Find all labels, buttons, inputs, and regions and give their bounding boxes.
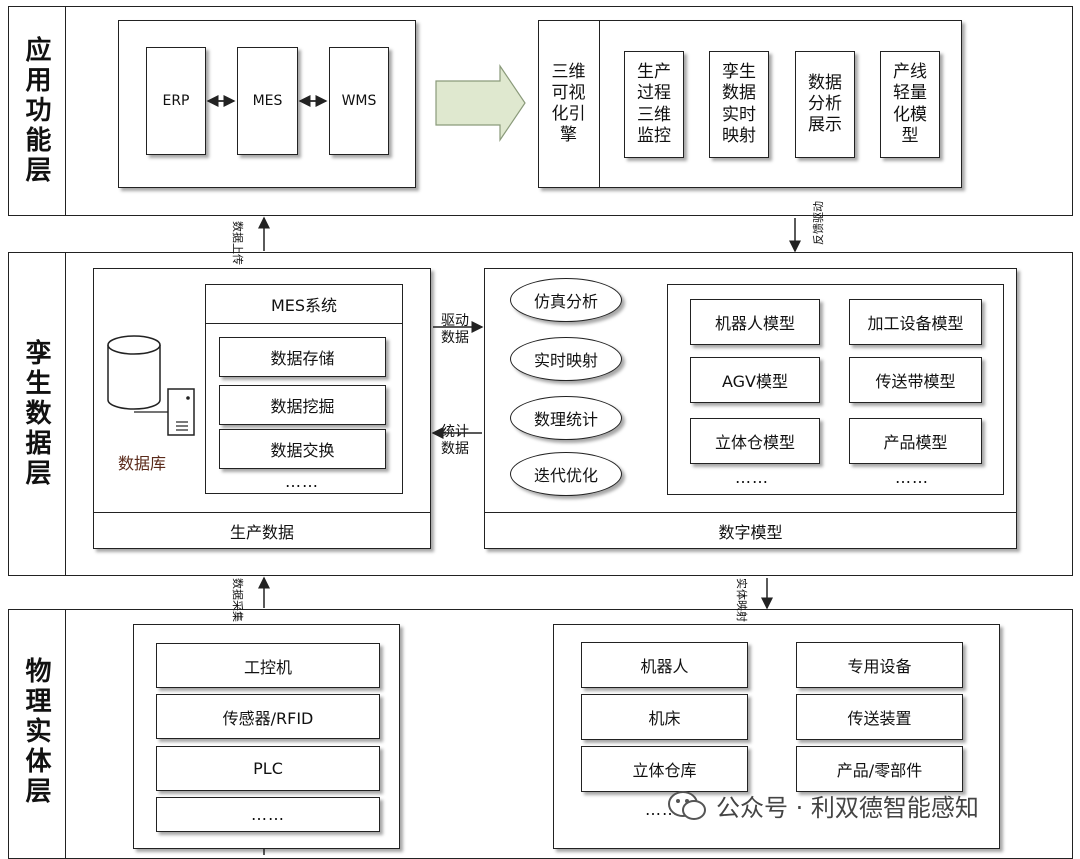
- physical-machine-label: 机床: [648, 709, 681, 728]
- physical-ipc-label: 工控机: [243, 657, 292, 677]
- oval-iteration-label: 迭代优化: [533, 466, 598, 485]
- physical-parts: 产品/零部件: [796, 746, 963, 792]
- model-robot: 机器人模型: [690, 299, 820, 345]
- mes-item-exchange-label: 数据交换: [270, 441, 335, 460]
- watermark-text: 公众号 · 利双德智能感知: [716, 794, 979, 822]
- app-layer-label-wrap: 应用功能层: [8, 6, 65, 216]
- physical-conveyor-label: 传送装置: [847, 709, 912, 728]
- model-machining-label: 加工设备模型: [867, 314, 964, 333]
- digital-model-divider: [484, 512, 1017, 513]
- physical-warehouse-label: 立体仓库: [632, 761, 697, 780]
- data-collect-label: 数据采集: [231, 578, 244, 622]
- app-layer-divider: [65, 6, 66, 216]
- oval-iteration: 迭代优化: [510, 452, 622, 496]
- engine-divider: [599, 20, 600, 188]
- models-more-right: ……: [895, 468, 929, 487]
- wechat-icon: [668, 790, 706, 820]
- entity-map-label: 实体映射: [735, 578, 748, 622]
- production-data-footer: 生产数据: [93, 512, 431, 549]
- module-3d-monitor-label: 生产过程三维监控: [637, 62, 671, 146]
- oval-simulation-label: 仿真分析: [533, 292, 598, 311]
- module-data-display-label: 数据分析展示: [808, 72, 842, 136]
- mes-more: ……: [285, 472, 319, 491]
- data-up-label: 数据上传: [231, 221, 244, 265]
- watermark: 公众号 · 利双德智能感知: [668, 788, 979, 823]
- twin-layer-divider: [65, 252, 66, 576]
- module-light-model-label: 产线轻量化模型: [893, 62, 927, 146]
- model-warehouse: 立体仓模型: [690, 418, 820, 464]
- physical-plc-label: PLC: [253, 759, 283, 778]
- physical-conveyor: 传送装置: [796, 694, 963, 740]
- physical-plc: PLC: [156, 746, 380, 791]
- physical-more-left: ……: [156, 797, 380, 832]
- digital-model-label: 数字模型: [718, 522, 783, 542]
- engine-label: 三维可视化引擎: [551, 61, 586, 146]
- production-data-divider: [93, 512, 431, 513]
- model-conveyor-label: 传送带模型: [875, 372, 956, 391]
- production-data-label: 生产数据: [229, 522, 294, 542]
- model-agv: AGV模型: [690, 357, 820, 403]
- physical-more-left-label: ……: [251, 805, 285, 824]
- model-warehouse-label: 立体仓模型: [714, 433, 795, 452]
- erp-box: ERP: [146, 47, 206, 155]
- physical-special: 专用设备: [796, 642, 963, 688]
- twin-layer-label-wrap: 孪生数据层: [8, 252, 65, 576]
- mes-box: MES: [237, 47, 298, 155]
- mes-system-title: MES系统: [270, 295, 338, 315]
- drive-data-label: 驱动数据: [441, 313, 469, 346]
- model-robot-label: 机器人模型: [714, 314, 795, 333]
- digital-model-footer: 数字模型: [484, 512, 1017, 549]
- oval-statistics: 数理统计: [510, 396, 622, 440]
- mes-item-mining-label: 数据挖掘: [270, 397, 335, 416]
- mes-label: MES: [252, 93, 283, 109]
- mes-system-title-wrap: MES系统: [205, 284, 403, 323]
- stat-data-label: 统计数据: [441, 424, 469, 457]
- physical-warehouse: 立体仓库: [581, 746, 748, 792]
- mes-item-exchange: 数据交换: [219, 429, 386, 469]
- models-more-left: ……: [735, 468, 769, 487]
- mes-item-storage-label: 数据存储: [270, 349, 335, 368]
- physical-special-label: 专用设备: [847, 657, 912, 676]
- model-machining: 加工设备模型: [849, 299, 982, 345]
- physical-parts-label: 产品/零部件: [836, 761, 923, 780]
- physical-sensor-label: 传感器/RFID: [222, 708, 314, 728]
- engine-wrap: 三维可视化引擎: [538, 20, 599, 188]
- module-realtime-map-label: 孪生数据实时映射: [722, 62, 756, 146]
- module-light-model: 产线轻量化模型: [880, 51, 940, 158]
- oval-realtime: 实时映射: [510, 337, 622, 381]
- physical-machine: 机床: [581, 694, 748, 740]
- feedback-label: 反馈驱动: [812, 201, 825, 245]
- physical-layer-label-wrap: 物理实体层: [8, 609, 65, 855]
- physical-sensor: 传感器/RFID: [156, 694, 380, 739]
- mes-item-mining: 数据挖掘: [219, 385, 386, 425]
- oval-statistics-label: 数理统计: [533, 410, 598, 429]
- mes-system-divider: [205, 323, 403, 324]
- model-agv-label: AGV模型: [721, 372, 788, 391]
- module-3d-monitor: 生产过程三维监控: [624, 51, 684, 158]
- erp-label: ERP: [162, 93, 190, 109]
- wms-label: WMS: [341, 93, 377, 109]
- physical-robot: 机器人: [581, 642, 748, 688]
- module-realtime-map: 孪生数据实时映射: [709, 51, 769, 158]
- twin-layer-label: 孪生数据层: [21, 339, 51, 489]
- module-data-display: 数据分析展示: [795, 51, 855, 158]
- model-conveyor: 传送带模型: [849, 357, 982, 403]
- app-layer-label: 应用功能层: [21, 36, 51, 186]
- physical-layer-label: 物理实体层: [21, 657, 51, 807]
- physical-ipc: 工控机: [156, 643, 380, 688]
- physical-layer-divider: [65, 609, 66, 859]
- model-product: 产品模型: [849, 418, 982, 464]
- oval-simulation: 仿真分析: [510, 278, 622, 322]
- model-product-label: 产品模型: [883, 433, 948, 452]
- database-label: 数据库: [118, 454, 167, 473]
- oval-realtime-label: 实时映射: [533, 351, 598, 370]
- wms-box: WMS: [329, 47, 389, 155]
- mes-item-storage: 数据存储: [219, 337, 386, 377]
- physical-robot-label: 机器人: [640, 657, 689, 676]
